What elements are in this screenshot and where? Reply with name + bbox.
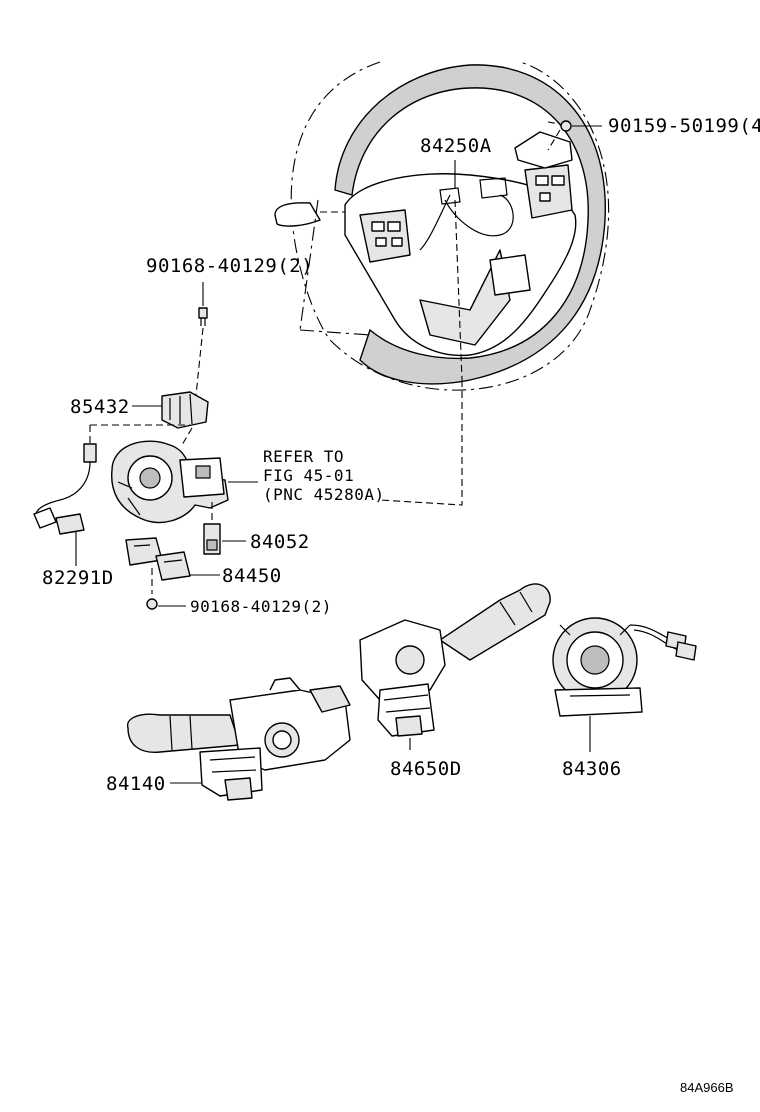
label-84052: 84052 xyxy=(250,531,310,553)
label-90168-40129-bottom: 90168-40129(2) xyxy=(190,597,332,616)
screw-90159 xyxy=(547,120,602,151)
part-84450 xyxy=(125,537,191,581)
guide-84250a xyxy=(454,199,463,381)
refer-line-1: REFER TO xyxy=(263,447,344,466)
guide-85432 xyxy=(181,427,193,446)
label-84140: 84140 xyxy=(106,773,166,795)
part-82291d-harness xyxy=(33,443,97,535)
steering-wheel xyxy=(274,61,610,391)
label-84450: 84450 xyxy=(222,565,282,587)
part-84306-spiral-cable xyxy=(552,617,697,717)
guide-90168-top xyxy=(195,327,204,396)
diagram-code: 84A966B xyxy=(680,1080,734,1095)
part-84052 xyxy=(203,502,221,555)
label-84650d: 84650D xyxy=(390,758,462,780)
part-84140-switch xyxy=(126,677,351,801)
label-84306: 84306 xyxy=(562,758,622,780)
part-84650d-switch xyxy=(359,583,551,737)
label-84250a: 84250A xyxy=(420,135,492,157)
column-switch-assembly xyxy=(111,440,229,524)
label-90159-50199: 90159-50199(4) xyxy=(608,115,760,137)
label-82291d: 82291D xyxy=(42,567,114,589)
refer-line-2: FIG 45-01 xyxy=(263,466,354,485)
screw-90168-top xyxy=(198,307,208,326)
guide-refer xyxy=(379,380,463,506)
refer-line-3: (PNC 45280A) xyxy=(263,485,385,504)
label-90168-40129-top: 90168-40129(2) xyxy=(146,255,313,277)
part-85432 xyxy=(161,391,209,429)
screw-90168-bottom xyxy=(146,598,158,610)
label-85432: 85432 xyxy=(70,396,130,418)
